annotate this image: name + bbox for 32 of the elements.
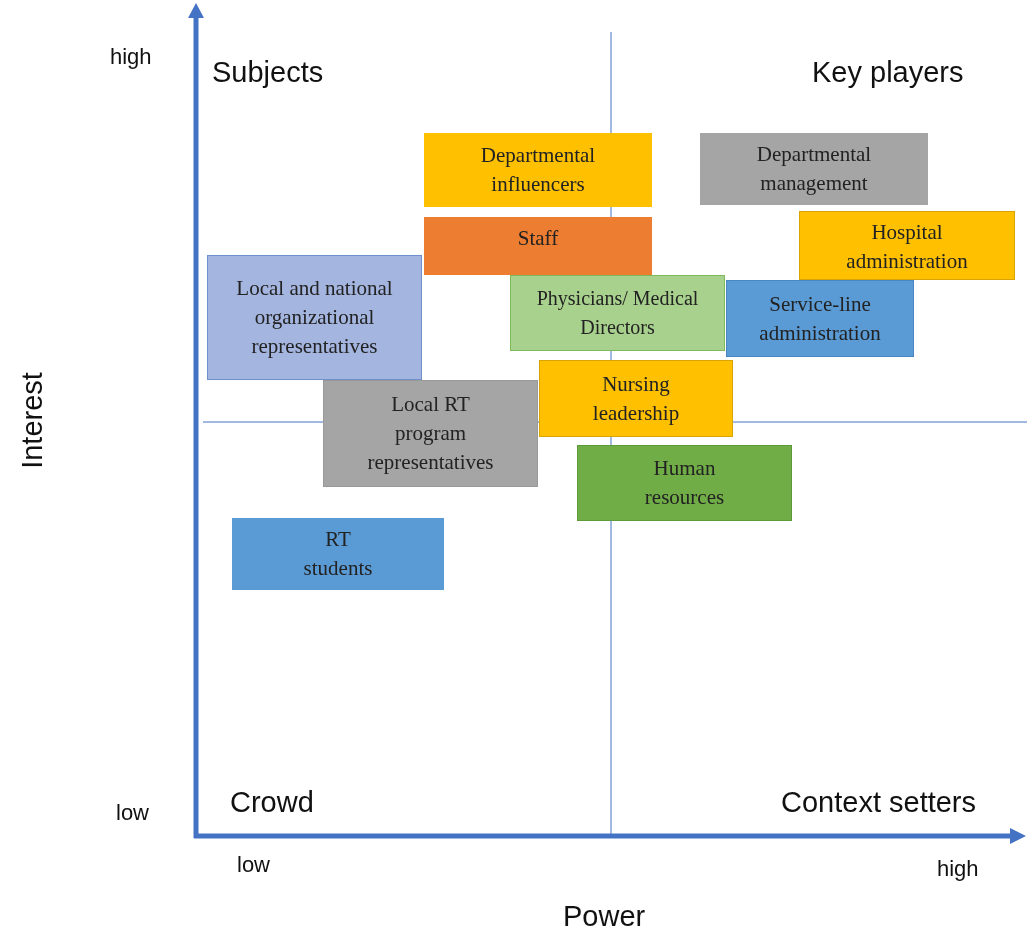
stakeholder-box [323,380,538,487]
stakeholder-box [726,280,914,357]
stakeholder-box [207,255,422,380]
stakeholder-name: Departmental influencers [479,142,597,198]
stakeholder-box [424,217,652,275]
stakeholder-name: Departmental management [755,141,873,197]
axis-tick-label: low [237,852,270,878]
stakeholder-box [510,275,725,351]
stakeholder-name: Service-line administration [758,290,882,347]
stakeholder-name: RT students [302,526,374,582]
quadrant-label: Context setters [781,786,977,819]
quadrant-label: Subjects [212,56,324,89]
axis-tick-label: high [110,44,152,70]
quadrant-label: Key players [812,56,964,89]
stakeholder-box [577,445,792,521]
axis-title: Power [563,900,646,933]
axis-tick-label: low [116,800,149,826]
quadrant-label: Crowd [230,786,314,819]
stakeholder-box [539,360,733,437]
stakeholder-name: Local RT program representatives [366,391,495,476]
axis-title: Interest [15,371,49,471]
stakeholder-name: Nursing leadership [591,370,681,427]
stakeholder-name: Human resources [643,455,726,511]
stakeholder-box [424,133,652,207]
stakeholder-name: Hospital administration [845,219,969,275]
stakeholder-box [232,518,444,590]
stakeholder-name: Staff [517,225,559,252]
stakeholder-name: Physicians/ Medical Directors [535,286,700,340]
stakeholder-name: Local and national organizational representatives [235,275,394,360]
stakeholder-box [799,211,1015,280]
axis-tick-label: high [937,856,979,882]
stakeholder-box [700,133,928,205]
